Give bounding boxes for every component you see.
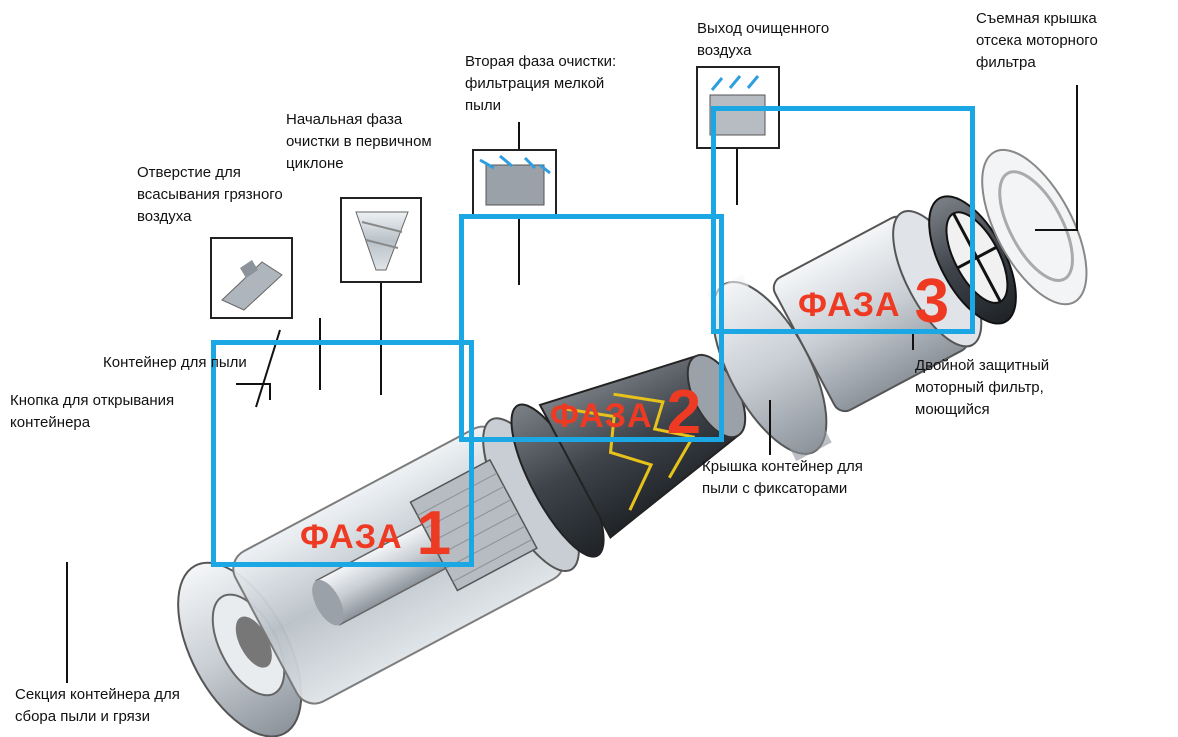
phase-1-box xyxy=(211,340,474,567)
label-dust-container: Контейнер для пыли xyxy=(103,354,247,371)
phase-2-word: ФАЗА xyxy=(550,397,653,435)
phase-3-word: ФАЗА xyxy=(798,286,901,324)
label-clean-air-out: Выход очищенного воздуха xyxy=(697,20,830,59)
phase-2-caption: ФАЗА 2 xyxy=(550,377,701,448)
phase-1-word: ФАЗА xyxy=(300,518,403,556)
label-suction-hole: Отверстие для всасывания грязного воздух… xyxy=(137,164,283,225)
label-motor-filter: Двойной защитный моторный фильтр, моющий… xyxy=(915,357,1050,418)
inset-suction xyxy=(210,237,293,319)
label-container-lid: Крышка контейнер для пыли с фиксаторами xyxy=(702,458,863,497)
phase-1-caption: ФАЗА 1 xyxy=(300,498,451,569)
label-second-phase: Вторая фаза очистки: фильтрация мелкой п… xyxy=(465,53,617,114)
label-dirt-section: Секция контейнера для сбора пыли и грязи xyxy=(15,686,180,725)
phase-3-caption: ФАЗА 3 xyxy=(798,266,949,337)
phase-1-number: 1 xyxy=(416,499,452,568)
phase-3-box xyxy=(711,106,975,334)
phase-2-number: 2 xyxy=(666,378,702,447)
inset-fine-filter xyxy=(472,149,557,217)
label-removable-cover: Съемная крышка отсека моторного фильтра xyxy=(976,10,1098,71)
phase-2-box xyxy=(459,214,724,442)
phase-3-number: 3 xyxy=(914,267,950,336)
label-primary-cyclone: Начальная фаза очистки в первичном цикло… xyxy=(286,111,432,172)
label-open-button: Кнопка для открывания контейнера xyxy=(10,392,175,431)
inset-cyclone xyxy=(340,197,422,283)
